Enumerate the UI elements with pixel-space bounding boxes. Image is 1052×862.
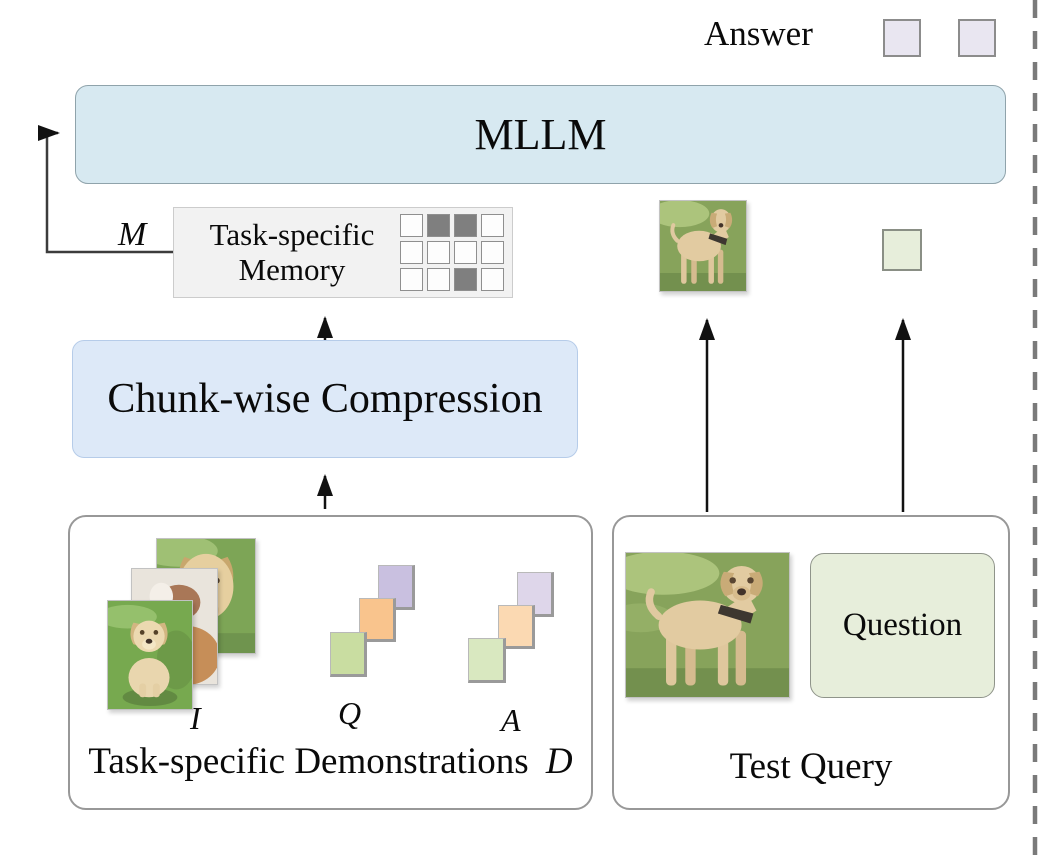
mllm-label: MLLM — [474, 110, 607, 159]
demonstrations-caption-symbol: D — [545, 741, 573, 782]
answer-label: Answer — [704, 14, 813, 53]
standing-dog-photo-icon — [660, 201, 746, 291]
task-specific-memory-box: Task-specific Memory — [173, 207, 513, 298]
query-question-token — [882, 229, 922, 271]
image-symbol: I — [190, 700, 201, 736]
answer-symbol: A — [501, 702, 521, 738]
answer-token-square — [883, 19, 921, 57]
demonstrations-caption-text: Task-specific Demonstrations — [88, 741, 529, 782]
memory-cell-empty — [481, 268, 504, 291]
memory-symbol: M — [118, 216, 147, 253]
standing-dog-photo-icon — [626, 553, 789, 697]
memory-title: Task-specific Memory — [184, 216, 400, 287]
memory-cell-empty — [400, 268, 423, 291]
memory-grid — [400, 214, 504, 291]
chunk-wise-compression-box: Chunk-wise Compression — [72, 340, 578, 458]
memory-title-line1: Task-specific — [209, 216, 375, 252]
memory-cell-empty — [427, 241, 450, 264]
answer-token-green — [468, 638, 506, 683]
memory-cell-empty — [481, 214, 504, 237]
memory-cell-empty — [400, 214, 423, 237]
puppy-photo-icon — [108, 601, 192, 709]
memory-cell-filled — [454, 214, 477, 237]
demo-dog-photo-front — [107, 600, 193, 710]
query-image-thumbnail — [659, 200, 747, 292]
question-label: Question — [842, 607, 963, 643]
memory-cell-filled — [427, 214, 450, 237]
compression-label: Chunk-wise Compression — [107, 376, 543, 422]
memory-cell-empty — [454, 241, 477, 264]
answer-token-square — [958, 19, 996, 57]
memory-cell-empty — [427, 268, 450, 291]
demonstrations-caption: Task-specific Demonstrations D — [68, 740, 593, 783]
mllm-box: MLLM — [75, 85, 1006, 184]
test-query-dog-photo — [625, 552, 790, 698]
question-token-green — [330, 632, 367, 677]
memory-cell-empty — [400, 241, 423, 264]
memory-title-line2: Memory — [238, 251, 346, 287]
memory-cell-filled — [454, 268, 477, 291]
memory-cell-empty — [481, 241, 504, 264]
test-query-caption: Test Query — [729, 746, 893, 787]
question-box: Question — [810, 553, 995, 698]
question-symbol: Q — [338, 695, 362, 731]
